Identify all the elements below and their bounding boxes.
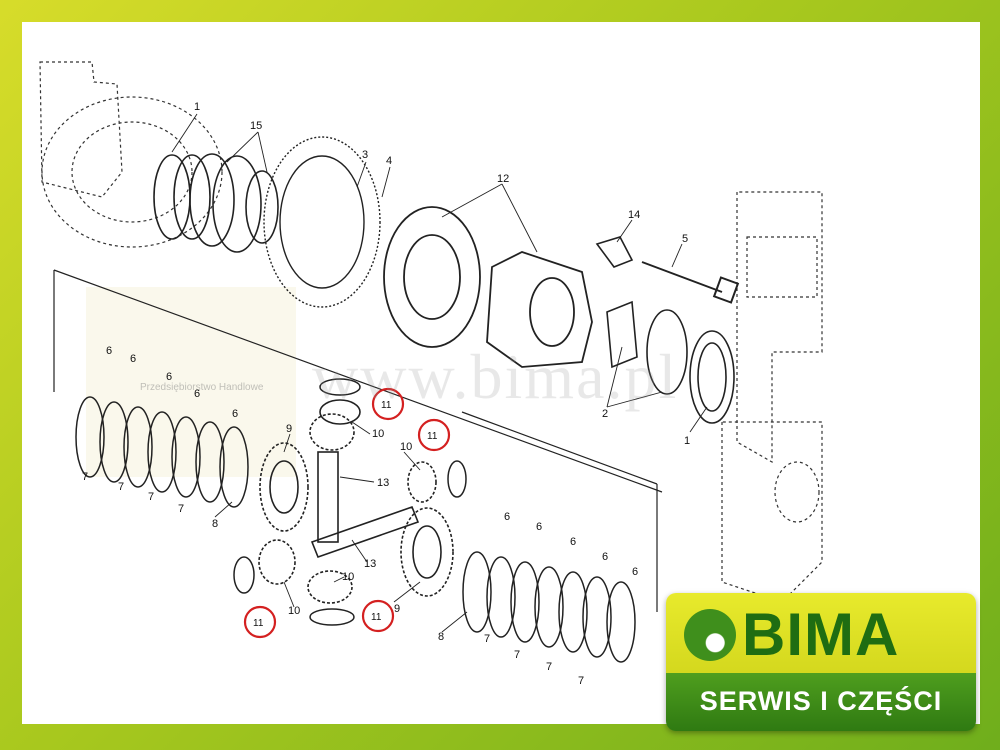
part-label-6: 6 [504, 511, 510, 523]
part-label-6: 6 [632, 566, 638, 578]
cross-shafts [310, 451, 420, 559]
part-label-7: 7 [578, 675, 584, 687]
part-label-6: 6 [166, 371, 172, 383]
watermark-logo [86, 287, 296, 477]
clutch-pack-right [462, 551, 636, 663]
part-label-7: 7 [118, 481, 124, 493]
part-label-10-lower-left: 10 [288, 605, 300, 617]
part-label-2: 2 [602, 408, 608, 420]
callout-ring [417, 418, 451, 452]
watermark-url: www.bima.pl [312, 341, 679, 412]
detail-panel [53, 269, 663, 612]
housing-outline-left [39, 61, 223, 248]
callout-11-d: 11 [371, 612, 382, 623]
part-label-10-right: 10 [400, 441, 412, 453]
callout-ring [243, 605, 277, 639]
part-label-7: 7 [484, 633, 490, 645]
part-label-9-left: 9 [286, 423, 292, 435]
badge-tagline-area: SERWIS I CZĘŚCI [666, 673, 976, 731]
planet-gears [258, 399, 437, 604]
part-label-13-lower: 13 [364, 558, 376, 570]
side-gear-left [259, 442, 309, 532]
callout-ring [371, 387, 405, 421]
bolt-5 [641, 261, 740, 304]
callout-ring [361, 599, 395, 633]
part-label-8-right: 8 [438, 631, 444, 643]
part-label-7: 7 [514, 649, 520, 661]
part-label-7: 7 [148, 491, 154, 503]
badge-brand: BIMA [742, 601, 900, 668]
part-label-13-upper: 13 [377, 477, 389, 489]
part-label-6: 6 [232, 408, 238, 420]
part-label-15: 15 [250, 120, 262, 132]
part-label-12: 12 [497, 173, 509, 185]
side-gear-right [400, 507, 454, 597]
part-label-7: 7 [546, 661, 552, 673]
part-label-4: 4 [386, 155, 392, 167]
exploded-parts-diagram: 1 15 3 4 12 14 5 2 1 10 13 10 9 13 10 10… [39, 61, 823, 687]
crown-wheel [263, 136, 381, 308]
housing-outline-right [721, 191, 823, 603]
part-label-1-top: 1 [194, 101, 200, 113]
bima-badge: BIMA SERWIS I CZĘŚCI [666, 593, 976, 731]
pinion-bearing [606, 300, 735, 424]
clutch-pack-left [75, 396, 249, 508]
callout-11-b: 11 [427, 431, 438, 442]
lock-plate-14 [595, 236, 634, 268]
part-label-6: 6 [536, 521, 542, 533]
callout-11-a: 11 [381, 400, 392, 411]
part-label-5: 5 [682, 233, 688, 245]
part-label-6: 6 [602, 551, 608, 563]
part-label-6: 6 [106, 345, 112, 357]
callout-11-c: 11 [253, 618, 264, 629]
part-label-14: 14 [628, 209, 640, 221]
part-label-6: 6 [130, 353, 136, 365]
bearing-15 [153, 153, 279, 253]
leader-lines [171, 113, 708, 633]
highlighted-callouts: 11 11 11 11 [243, 387, 451, 639]
part-label-8-left: 8 [212, 518, 218, 530]
part-number-labels: 1 15 3 4 12 14 5 2 1 10 13 10 9 13 10 10… [82, 101, 690, 687]
part-label-9-right: 9 [394, 603, 400, 615]
thrust-washers [233, 378, 467, 626]
badge-logo-area: BIMA [666, 593, 976, 673]
part-label-7: 7 [178, 503, 184, 515]
part-label-10-top: 10 [372, 428, 384, 440]
part-label-10-bottom: 10 [342, 571, 354, 583]
part-label-1-right: 1 [684, 435, 690, 447]
part-label-6: 6 [570, 536, 576, 548]
part-label-6: 6 [194, 388, 200, 400]
diff-housing-12 [383, 206, 593, 368]
part-label-3: 3 [362, 149, 368, 161]
ball-logo-icon [684, 609, 736, 661]
badge-tagline: SERWIS I CZĘŚCI [699, 686, 943, 716]
part-label-7: 7 [82, 471, 88, 483]
watermark-company-text: Przedsiębiorstwo Handlowe [140, 382, 264, 393]
